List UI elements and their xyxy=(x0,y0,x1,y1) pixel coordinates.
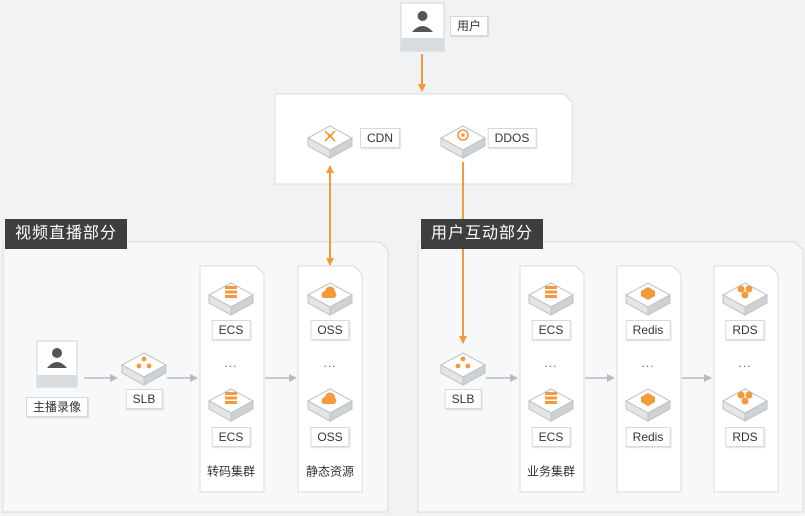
ddos-icon xyxy=(439,125,487,159)
live-slb-icon xyxy=(120,352,168,386)
redis-ellipsis: ... xyxy=(641,356,655,370)
live-slb-label: SLB xyxy=(125,389,163,409)
interact-section-title: 用户互动部分 xyxy=(421,219,544,249)
user-label: 用户 xyxy=(449,16,489,36)
redis-top-icon xyxy=(624,282,672,316)
transcode-cluster-label: 转码集群 xyxy=(206,464,256,479)
live-ecs-bottom-icon xyxy=(207,388,255,422)
cdn-label: CDN xyxy=(360,128,400,148)
live-ecs-bottom-label: ECS xyxy=(211,427,251,447)
biz-ecs-top-label: ECS xyxy=(531,320,571,340)
edge-services-box xyxy=(274,93,573,185)
static-resources-label: 静态资源 xyxy=(305,464,355,479)
rds-bottom-icon xyxy=(721,388,769,422)
redis-bottom-icon xyxy=(624,388,672,422)
live-ecs-top-icon xyxy=(207,282,255,316)
interact-slb-label: SLB xyxy=(444,389,482,409)
live-ecs-ellipsis: ... xyxy=(224,356,238,370)
biz-ecs-ellipsis: ... xyxy=(544,356,558,370)
business-cluster-label: 业务集群 xyxy=(526,464,576,479)
rds-ellipsis: ... xyxy=(738,356,752,370)
oss-top-label: OSS xyxy=(310,320,350,340)
rds-bottom-label: RDS xyxy=(725,427,765,447)
redis-bottom-label: Redis xyxy=(625,427,671,447)
interact-slb-icon xyxy=(439,352,487,386)
biz-ecs-bottom-icon xyxy=(527,388,575,422)
recorder-card xyxy=(36,340,78,388)
live-ecs-top-label: ECS xyxy=(211,320,251,340)
redis-top-label: Redis xyxy=(625,320,671,340)
biz-ecs-top-icon xyxy=(527,282,575,316)
rds-top-icon xyxy=(721,282,769,316)
cdn-icon xyxy=(306,125,354,159)
recorder-label: 主播录像 xyxy=(25,397,89,417)
user-card xyxy=(400,2,445,52)
biz-ecs-bottom-label: ECS xyxy=(531,427,571,447)
oss-ellipsis: ... xyxy=(323,356,337,370)
live-section-title: 视频直播部分 xyxy=(5,219,128,249)
ddos-label: DDOS xyxy=(487,128,537,148)
rds-top-label: RDS xyxy=(725,320,765,340)
oss-top-icon xyxy=(306,282,354,316)
oss-bottom-label: OSS xyxy=(310,427,350,447)
oss-bottom-icon xyxy=(306,388,354,422)
